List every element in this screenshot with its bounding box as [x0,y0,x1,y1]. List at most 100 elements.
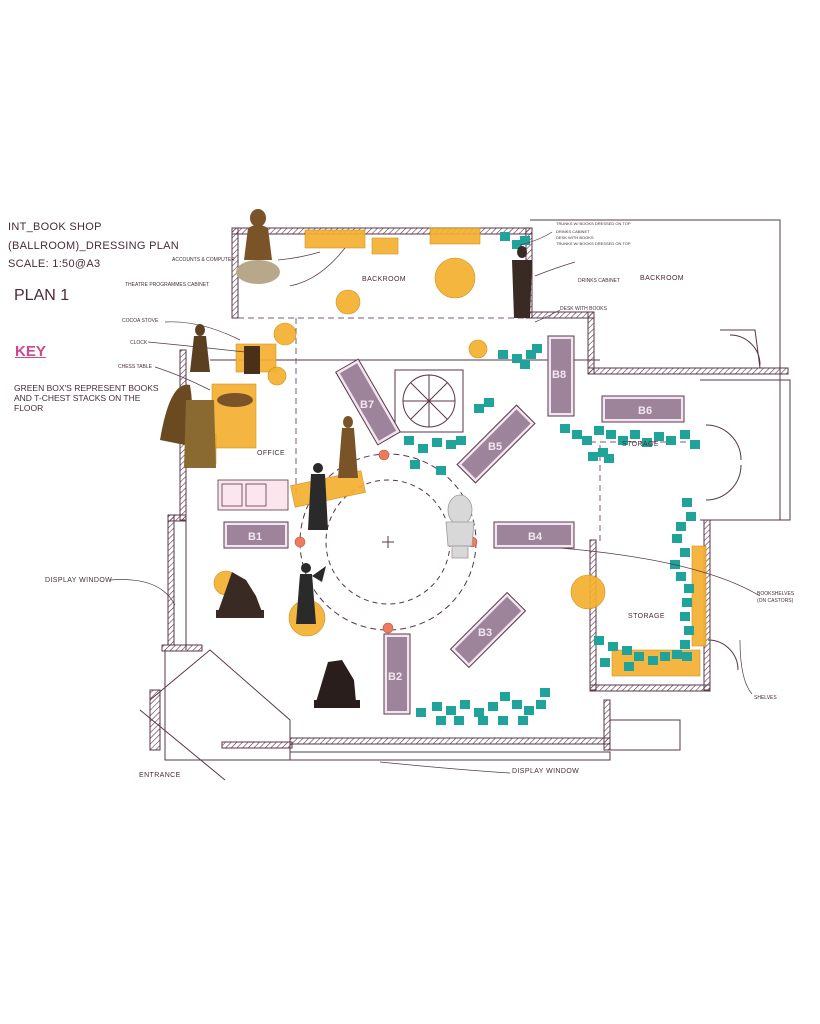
room-label-storage-lower: STORAGE [628,613,665,620]
book-stack [560,424,570,433]
bookcase-b5 [456,404,536,484]
room-label-backroom: BACKROOM [362,276,407,283]
room-label-backroom-right: BACKROOM [640,275,685,282]
book-stack [680,640,690,649]
spiral-staircase-icon [394,369,464,433]
title-line-2: (BALLROOM)_DRESSING PLAN [8,240,180,252]
book-stack [540,688,550,697]
book-stack [512,700,522,709]
statue-icon [296,563,326,624]
bookcase-b6 [601,395,685,423]
book-stack [432,702,442,711]
statue-icon [308,463,328,530]
book-stack [672,650,682,659]
room-label-office: OFFICE [257,450,286,457]
book-stack [418,444,428,453]
statue-icon [338,416,358,478]
book-stack [600,658,610,667]
book-stack [654,432,664,441]
bookcase-b4 [493,521,575,549]
bookcase-b1 [223,521,289,549]
title-line-1: INT_BOOK SHOP [8,221,102,233]
bookcases [223,335,685,715]
office-furniture [217,479,289,511]
statue-icon [236,260,280,284]
note-castors: (ON CASTORS) [757,598,794,604]
book-stack [594,636,604,645]
statue-icon [190,324,210,372]
note-trunks-second: TRUNKS W/ BOOKS DRESSED ON TOP [556,241,631,246]
book-stack [622,646,632,655]
book-stack [532,344,542,353]
room-label-display-window-left: DISPLAY WINDOW [45,577,113,584]
book-stack [618,436,628,445]
bookcase-label-b1: B1 [248,531,262,543]
bookcase-labels: B1 B2 B3 B4 B5 B6 B7 B8 [248,369,652,683]
round-tables [213,257,606,637]
book-stacks [404,232,700,725]
note-shelves: SHELVES [754,695,777,701]
book-stack [404,436,414,445]
note-accounts: ACCOUNTS & COMPUTER [172,257,235,263]
book-stack [684,626,694,635]
book-stack [686,512,696,521]
plan-name: PLAN 1 [14,287,70,304]
book-stack [676,572,686,581]
book-stack [432,438,442,447]
book-stack [520,236,530,245]
book-stack [588,452,598,461]
bust-icon [445,494,475,559]
bookcase-label-b7: B7 [360,399,374,411]
key-text: GREEN BOX'S REPRESENT BOOKS AND T-CHEST … [14,383,159,413]
note-chess: CHESS TABLE [118,364,152,370]
book-stack [606,430,616,439]
book-stack [498,350,508,359]
statue-icon [160,384,216,468]
book-stack [460,700,470,709]
statue-icon [244,209,272,260]
book-stack [524,706,534,715]
bookcase-label-b2: B2 [388,671,402,683]
book-stack [682,498,692,507]
exterior-outline [139,219,791,781]
book-stack [682,652,692,661]
book-stack [680,430,690,439]
book-stack [500,692,510,701]
key-heading: KEY [15,343,46,360]
book-stack [416,708,426,717]
horse-statue-icon [216,572,264,618]
book-stack [604,454,614,463]
book-stack [680,548,690,557]
room-label-storage-upper: STORAGE [622,441,659,448]
book-stack [436,466,446,475]
book-stack [624,662,634,671]
book-stack [526,350,536,359]
book-stack [446,706,456,715]
bookcase-b8 [547,335,575,417]
note-desk-books-small: DESK WITH BOOKS [556,235,594,240]
book-stack [456,436,466,445]
book-stack [500,232,510,241]
book-stack [672,534,682,543]
book-stack [666,436,676,445]
note-theatre: THEATRE PROGRAMMES CABINET [125,282,210,288]
note-drinks-cabinet: DRINKS CABINET [578,278,620,284]
note-drinks-cabinet-small: DRINKS CABINET [556,229,590,234]
book-stack [648,656,658,665]
note-clock: CLOCK [130,340,148,346]
book-stack [474,708,484,717]
book-stack [594,426,604,435]
statue-icon [217,393,253,407]
book-stack [410,460,420,469]
leader-lines [109,231,761,774]
book-stack [454,716,464,725]
book-stack [498,716,508,725]
bookcase-b7 [335,358,401,446]
bookcase-label-b6: B6 [638,405,652,417]
book-stack [582,436,592,445]
statue-icon [512,246,532,318]
book-stack [634,652,644,661]
bookcase-label-b3: B3 [478,627,492,639]
note-desk-books: DESK WITH BOOKS [560,306,607,312]
